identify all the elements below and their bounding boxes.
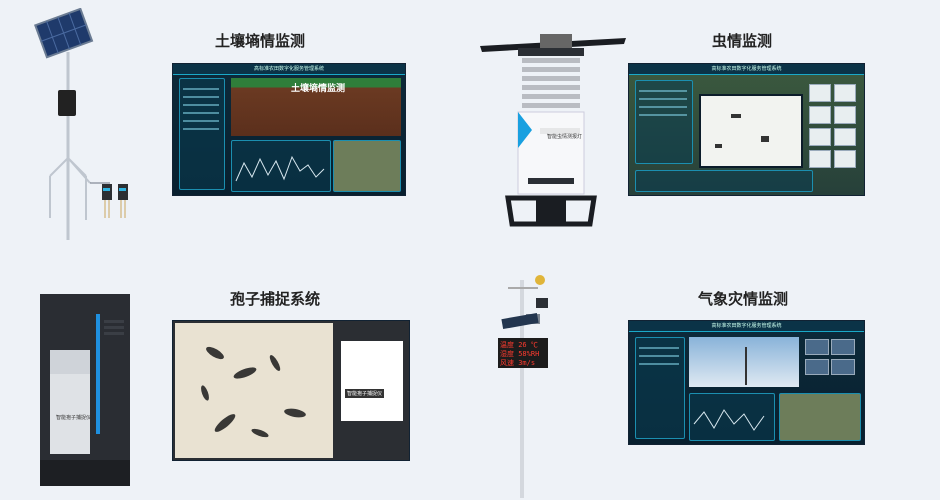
pest-dashboard-screenshot: 高标准农田数字化服务管理系统 bbox=[628, 63, 865, 196]
soil-section-title: 土壤墒情监测 bbox=[215, 33, 306, 50]
pest-trap-device bbox=[480, 34, 626, 227]
dashboard-header: 高标准农田数字化服务管理系统 bbox=[711, 323, 782, 329]
pest-capture-image bbox=[699, 94, 803, 168]
spore-thumbnail-grid bbox=[341, 341, 403, 421]
weather-chart-panel bbox=[689, 393, 775, 441]
pest-section-title: 虫情监测 bbox=[712, 33, 773, 50]
dashboard-header: 高标准农田数字化服务管理系统 bbox=[711, 66, 782, 72]
spore-device-label: 智能孢子捕捉仪 bbox=[56, 415, 92, 421]
soil-banner-text: 土壤墒情监测 bbox=[291, 83, 346, 93]
weather-led-line3: 风速 3m/s bbox=[500, 359, 536, 367]
weather-dashboard-screenshot: 高标准农田数字化服务管理系统 bbox=[628, 320, 865, 445]
spore-section-title: 孢子捕捉系统 bbox=[230, 291, 321, 308]
soil-dashboard-screenshot: 高标准农田数字化服务管理系统 土壤墒情监测 bbox=[172, 63, 406, 196]
weather-sky-image bbox=[689, 337, 799, 387]
soil-sensor-device bbox=[34, 8, 128, 240]
spore-device-name: 智能孢子捕捉仪 bbox=[345, 389, 385, 398]
spore-dashboard-screenshot: 智能孢子捕捉仪 bbox=[172, 320, 410, 461]
soil-chart-panel bbox=[231, 140, 331, 192]
pest-device-label: 智能虫情测报灯 bbox=[547, 134, 583, 140]
weather-section-title: 气象灾情监测 bbox=[698, 291, 789, 308]
dashboard-header: 高标准农田数字化服务管理系统 bbox=[253, 66, 325, 72]
weather-map-panel bbox=[779, 393, 861, 441]
spore-trap-device bbox=[40, 294, 130, 486]
weather-station-device bbox=[498, 275, 548, 498]
soil-map-panel bbox=[333, 140, 401, 192]
weather-led-line2: 湿度 58%RH bbox=[500, 350, 540, 358]
spore-microscope-image bbox=[175, 323, 333, 458]
weather-led-line1: 温度 26 ℃ bbox=[500, 341, 538, 349]
soil-profile-visual: 土壤墒情监测 bbox=[231, 78, 401, 136]
